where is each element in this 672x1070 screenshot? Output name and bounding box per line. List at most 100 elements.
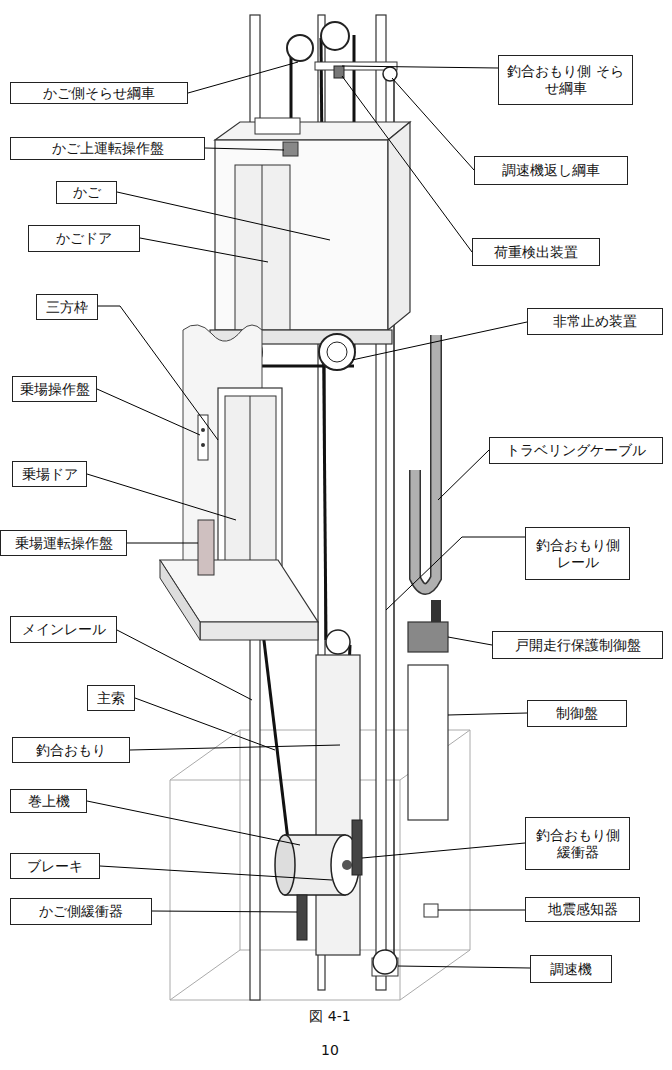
- hoisting-machine: [275, 835, 295, 895]
- landing-door: [225, 396, 276, 566]
- part-label: 乗場ドア: [22, 466, 78, 483]
- car-top-operation-panel: [283, 142, 298, 156]
- leader-line: [87, 474, 236, 520]
- part-label-box: かご: [56, 181, 117, 204]
- car-body: [215, 140, 388, 330]
- part-label: かご側そらせ綱車: [43, 85, 155, 102]
- part-label-box: かごドア: [28, 225, 140, 252]
- part-label-box: 制御盤: [527, 700, 627, 727]
- part-label-box: 釣合おもり側 そらせ綱車: [498, 55, 633, 105]
- part-label: 釣合おもり側 緩衝器: [530, 827, 625, 861]
- leader-line: [117, 630, 252, 700]
- part-label: 釣合おもり: [36, 742, 106, 759]
- leader-line: [205, 148, 284, 150]
- part-label: 荷重検出装置: [494, 244, 578, 261]
- counterweight-side-deflector-sheave: [321, 22, 349, 50]
- traveling-cable: [415, 335, 436, 589]
- part-label-box: トラベリングケーブル: [489, 437, 663, 464]
- part-label: かご上運転操作盤: [52, 140, 164, 157]
- leader-line: [448, 713, 527, 715]
- part-label-box: かご上運転操作盤: [10, 137, 205, 160]
- door-open-protection-panel: [408, 622, 448, 652]
- leader-line: [398, 966, 530, 968]
- car-crosshead: [255, 118, 300, 134]
- counterweight-buffer: [352, 820, 362, 875]
- landing-button: [201, 428, 205, 432]
- part-label: かご側緩衝器: [39, 903, 123, 920]
- part-label: 乗場操作盤: [20, 381, 90, 398]
- car-top: [215, 122, 410, 140]
- part-label: 乗場運転操作盤: [15, 535, 113, 552]
- leader-line: [438, 450, 489, 500]
- three-way-frame: [218, 388, 282, 566]
- leader-line: [135, 698, 275, 750]
- part-label: 地震感知器: [548, 901, 618, 918]
- leader-line: [97, 389, 200, 435]
- landing-sill-front: [200, 622, 318, 640]
- leader-line: [152, 911, 297, 912]
- landing-door-split: [250, 396, 251, 566]
- leader-line: [100, 866, 332, 880]
- leader-line: [130, 745, 340, 750]
- part-label: メインレール: [22, 621, 106, 638]
- leader-line: [392, 78, 474, 170]
- landing-operation-box: [198, 520, 214, 575]
- governor: [373, 950, 397, 974]
- leader-line: [188, 62, 298, 93]
- leader-line: [140, 238, 268, 262]
- part-label-box: 調速機返し綱車: [474, 156, 628, 185]
- part-label-box: 主索: [87, 685, 135, 711]
- part-label-box: 巻上機: [10, 789, 87, 813]
- part-label-box: 地震感知器: [525, 897, 640, 922]
- part-label: 調速機返し綱車: [502, 162, 600, 179]
- part-label-box: 乗場操作盤: [12, 376, 97, 402]
- part-label: かごドア: [56, 230, 112, 247]
- leader-line: [342, 76, 472, 252]
- part-label: 三方枠: [46, 299, 88, 316]
- part-label: 釣合おもり側 レール: [530, 537, 625, 571]
- traveling-cable: [431, 600, 441, 622]
- car-sheave: [327, 342, 347, 362]
- part-label: 制御盤: [556, 705, 598, 722]
- part-label-box: メインレール: [10, 616, 117, 643]
- part-label: 非常止め装置: [553, 313, 637, 330]
- car-door-split: [262, 165, 263, 330]
- leader-line: [448, 637, 492, 645]
- part-label: 戸開走行保護制御盤: [515, 637, 641, 654]
- leader-line: [362, 843, 525, 858]
- part-label-box: 荷重検出装置: [472, 238, 600, 266]
- leader-line: [87, 801, 300, 845]
- part-label-box: 釣合おもり: [12, 737, 130, 763]
- part-label: トラベリングケーブル: [506, 442, 646, 459]
- control-panel: [408, 665, 448, 820]
- leader-line: [342, 66, 498, 68]
- part-label: 釣合おもり側 そらせ綱車: [503, 63, 628, 97]
- part-label-box: 釣合おもり側 レール: [525, 527, 630, 580]
- traveling-cable: [415, 335, 436, 589]
- part-label: ブレーキ: [27, 858, 83, 875]
- part-label-box: 乗場ドア: [12, 461, 87, 487]
- part-label-box: 戸開走行保護制御盤: [492, 631, 663, 659]
- leader-line: [117, 192, 330, 240]
- part-label: かご: [73, 184, 101, 201]
- page-number: 10: [300, 1042, 360, 1058]
- part-label-box: かご側そらせ綱車: [10, 82, 188, 104]
- car-buffer: [297, 895, 307, 940]
- part-label-box: 非常止め装置: [527, 308, 663, 335]
- leader-line: [98, 306, 218, 440]
- governor-return-sheave: [383, 67, 397, 81]
- part-label-box: 乗場運転操作盤: [0, 530, 127, 556]
- landing-button: [201, 443, 205, 447]
- figure-caption: 図 4-1: [290, 1008, 370, 1026]
- counterweight-sheave: [326, 630, 350, 654]
- part-label-box: 調速機: [530, 955, 612, 983]
- seismic-detector: [424, 904, 438, 917]
- brake-hub: [342, 860, 352, 870]
- part-label: 調速機: [550, 961, 592, 978]
- landing-sill-side: [160, 560, 200, 640]
- part-label: 主索: [97, 690, 125, 707]
- part-label-box: かご側緩衝器: [10, 898, 152, 925]
- car-door: [235, 165, 290, 330]
- leader-line: [352, 322, 527, 360]
